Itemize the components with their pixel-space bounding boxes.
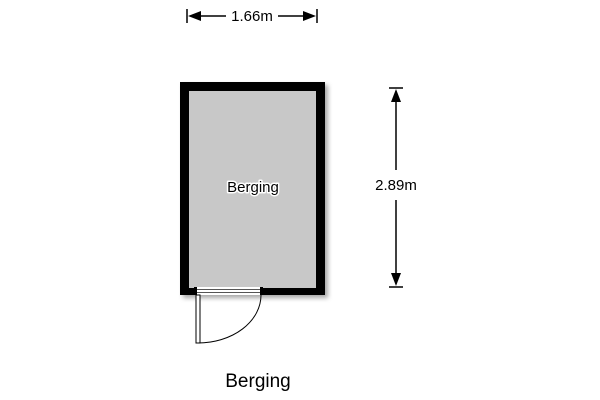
room-floor bbox=[189, 91, 316, 288]
width-dimension: 1.66m bbox=[186, 8, 318, 25]
width-dimension-arrow-right bbox=[303, 11, 316, 21]
room-label: Berging bbox=[227, 179, 279, 196]
width-dimension-label: 1.66m bbox=[231, 8, 273, 25]
depth-dimension: 2.89m bbox=[375, 87, 417, 288]
plan-caption: Berging bbox=[225, 371, 291, 392]
width-dimension-arrow-left bbox=[188, 11, 201, 21]
depth-dimension-label: 2.89m bbox=[375, 177, 417, 194]
door-jamb-left bbox=[194, 287, 197, 295]
depth-dimension-arrow-top bbox=[391, 89, 401, 102]
door-jamb-right bbox=[260, 287, 263, 295]
door bbox=[194, 287, 263, 344]
door-opening bbox=[195, 287, 263, 295]
room-storage: Berging bbox=[180, 82, 325, 295]
door-leaf bbox=[195, 294, 201, 344]
door-swing-arc bbox=[197, 294, 262, 344]
depth-dimension-arrow-bottom bbox=[391, 273, 401, 286]
